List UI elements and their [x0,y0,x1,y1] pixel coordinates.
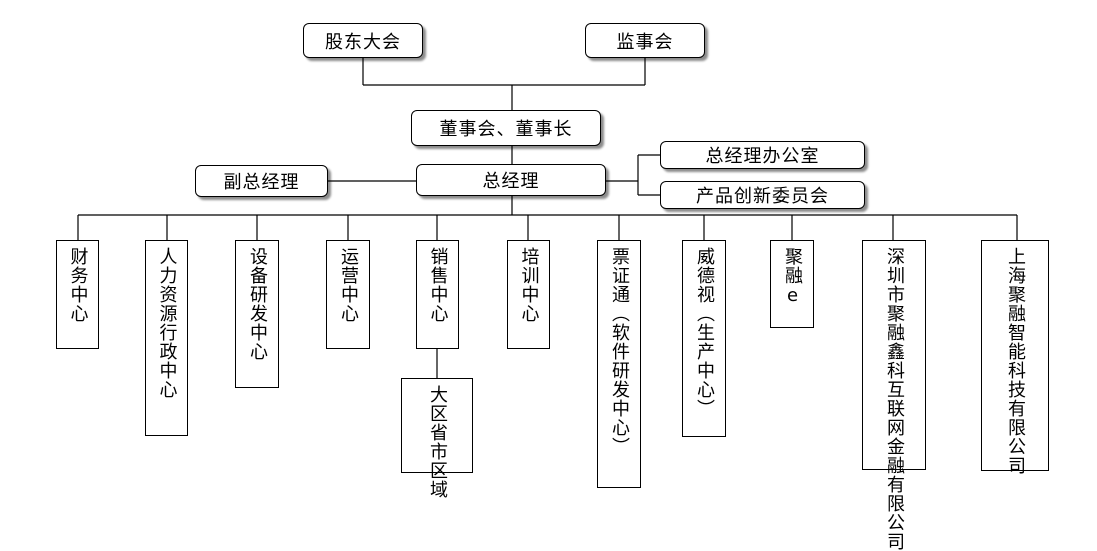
node-board: 董事会、董事长 [411,110,601,146]
node-gm-label: 总经理 [482,171,540,192]
node-training-label: 培训中心 [518,247,540,323]
node-sales: 销售中心 [416,240,459,349]
node-sales-region-label: 大区省市区域 [427,385,448,499]
node-finance-label: 财务中心 [67,247,89,323]
node-operations: 运营中心 [326,240,370,349]
node-shareholders-label: 股东大会 [325,31,401,53]
node-equipment-label: 设备研发中心 [247,247,268,361]
node-jurong-e: 聚融e [770,240,814,328]
node-shenzhen-co: 深圳市聚融鑫科互联网金融有限公司 [862,240,926,551]
node-gm-office-label: 总经理办公室 [705,146,820,167]
node-deputy-gm-label: 副总经理 [223,172,300,193]
node-finance: 财务中心 [56,240,99,349]
connector-lines [77,58,1018,378]
node-shareholders: 股东大会 [303,23,423,58]
node-supervisors: 监事会 [585,23,705,58]
node-sales-region: 大区省市区域 [401,378,473,499]
node-operations-label: 运营中心 [338,247,359,323]
node-hr: 人力资源行政中心 [145,240,188,436]
node-equipment: 设备研发中心 [235,240,279,388]
node-ticketing: 票证通（软件研发中心） [597,240,641,488]
node-gm-office: 总经理办公室 [660,141,865,169]
node-innovation-committee: 产品创新委员会 [660,181,865,209]
org-chart: 股东大会 监事会 董事会、董事长 总经理 副总经理 总经理办公室 产品创新委员会… [56,23,1049,551]
node-shanghai-co: 上海聚融智能科技有限公司 [981,240,1049,475]
node-shenzhen-co-label: 深圳市聚融鑫科互联网金融有限公司 [884,247,905,551]
node-jurong-e-label: 聚融e [782,247,803,307]
node-gm: 总经理 [416,164,606,196]
node-hr-label: 人力资源行政中心 [156,247,178,399]
node-supervisors-label: 监事会 [616,31,674,53]
node-board-label: 董事会、董事长 [439,119,573,140]
node-deputy-gm: 副总经理 [195,165,328,197]
node-shanghai-co-label: 上海聚融智能科技有限公司 [1005,247,1026,475]
node-weidesi: 威德视（生产中心） [682,240,726,437]
node-weidesi-label: 威德视（生产中心） [694,247,715,418]
node-training: 培训中心 [507,240,550,349]
node-innovation-committee-label: 产品创新委员会 [696,186,829,207]
node-sales-label: 销售中心 [427,247,449,323]
node-ticketing-label: 票证通（软件研发中心） [609,247,630,456]
